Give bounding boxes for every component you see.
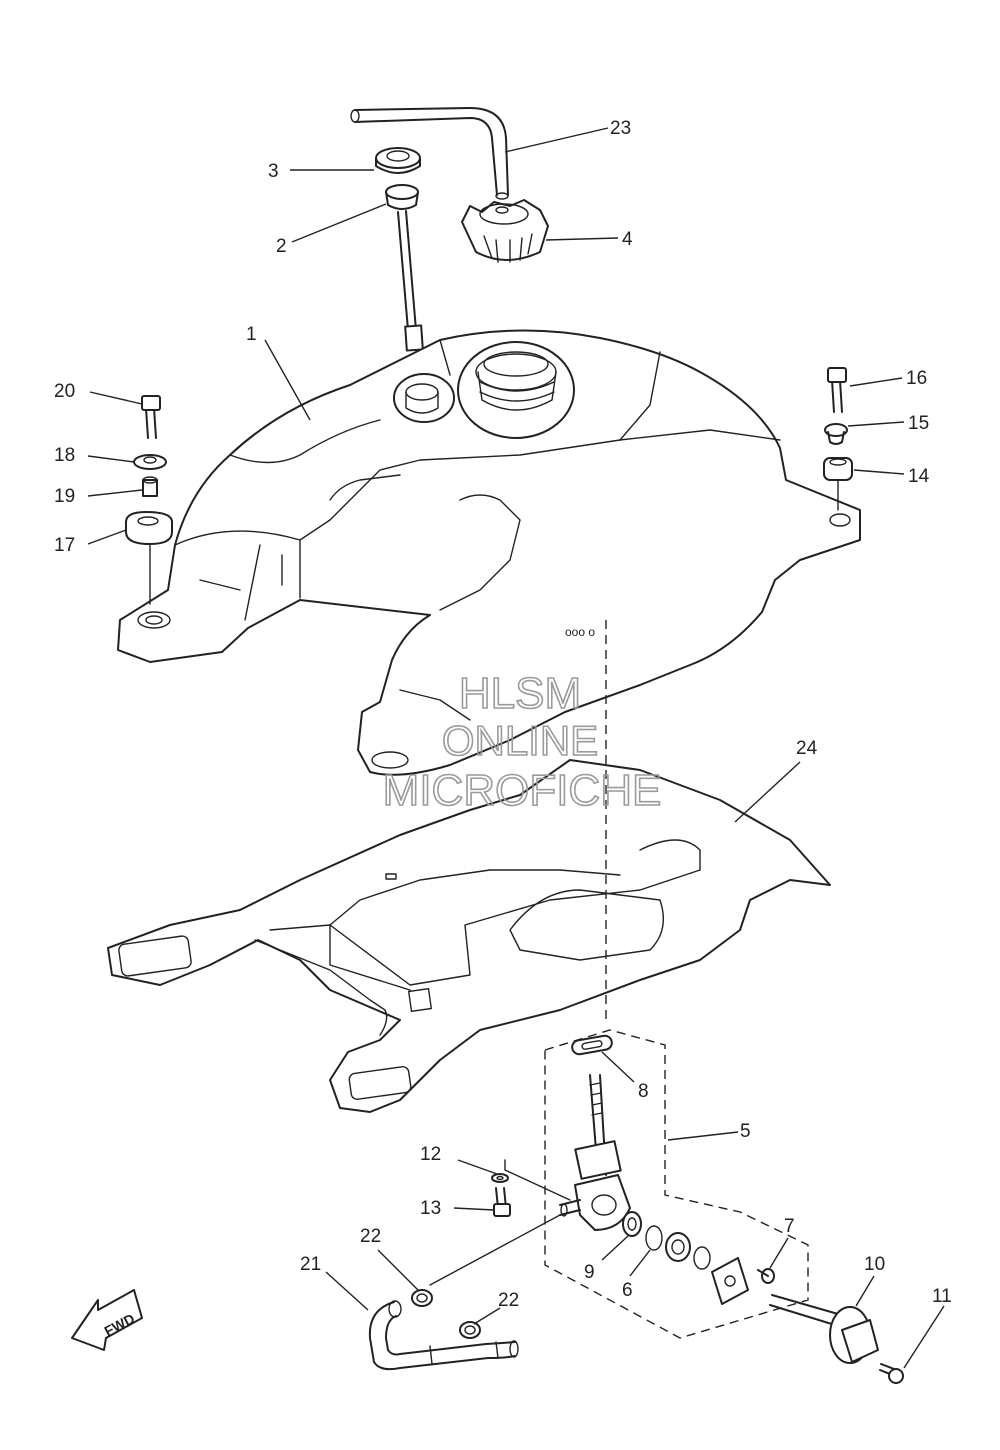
fuel-cock-body[interactable] [559,1074,631,1231]
watermark-line-2: ONLINE [442,717,598,764]
callout-15: 15 [908,413,929,434]
callout-13: 13 [420,1198,441,1219]
clamp-part-22-upper[interactable] [411,1289,433,1307]
tank-marking: ooo o [565,625,595,639]
fwd-direction-arrow-icon: FWD [71,1289,143,1351]
collar-part-19[interactable] [142,476,158,497]
callout-21: 21 [300,1254,321,1275]
callout-19: 19 [54,486,75,507]
callout-10: 10 [864,1254,885,1275]
callout-3: 3 [268,161,279,182]
washer-part-9[interactable] [622,1211,642,1237]
damper-part-17[interactable] [125,511,173,545]
callout-2: 2 [276,236,287,257]
fuel-tank-part-1[interactable]: ooo o [117,329,861,776]
watermark-line-1: HLSM [459,669,581,718]
callout-22-lower: 22 [498,1290,519,1311]
callout-11: 11 [932,1286,952,1307]
gasket-part-8[interactable] [571,1034,613,1056]
o-ring-part-6[interactable] [645,1225,663,1251]
screw-part-11[interactable] [879,1363,904,1384]
watermark: HLSM ONLINE MICROFICHE [382,668,662,816]
callout-24: 24 [796,738,818,759]
washer-part-12[interactable] [491,1173,509,1183]
callout-6: 6 [622,1280,633,1301]
callout-23: 23 [610,118,631,139]
bolt-part-16[interactable] [827,367,847,413]
collar-part-15[interactable] [824,423,848,445]
callout-1: 1 [246,324,257,345]
callout-20: 20 [54,381,75,402]
fuel-hose-part-21[interactable] [368,1300,519,1371]
callout-22-upper: 22 [360,1226,381,1247]
fuel-cap-part-4[interactable] [461,199,549,263]
callout-12: 12 [420,1144,441,1165]
callout-16: 16 [906,368,927,389]
tank-guard-part-24[interactable] [107,759,831,1113]
callout-8: 8 [638,1081,649,1102]
fuel-cock-assembly-outline-part-5 [544,1029,809,1339]
breather-hose-part-23[interactable] [350,107,509,200]
callout-7: 7 [784,1216,795,1237]
bolt-part-20[interactable] [141,395,161,439]
plate-part-7[interactable] [711,1257,749,1305]
callout-17: 17 [54,535,75,556]
bolt-part-13[interactable] [493,1187,511,1217]
callout-5: 5 [740,1121,751,1142]
washer-part-18[interactable] [133,454,167,470]
damper-part-14[interactable] [823,457,853,481]
fuel-cock-lever-part-10[interactable] [769,1294,879,1364]
grommet-part-3[interactable] [375,147,421,174]
callout-4: 4 [622,229,633,250]
clamp-part-22-lower[interactable] [459,1321,481,1339]
screw-part-7[interactable] [757,1268,775,1284]
callout-9: 9 [584,1262,595,1283]
watermark-line-3: MICROFICHE [383,766,662,815]
lever-washer[interactable] [665,1232,711,1270]
callout-14: 14 [908,466,930,487]
fuel-gauge-part-2[interactable] [385,184,424,352]
callout-18: 18 [54,445,75,466]
